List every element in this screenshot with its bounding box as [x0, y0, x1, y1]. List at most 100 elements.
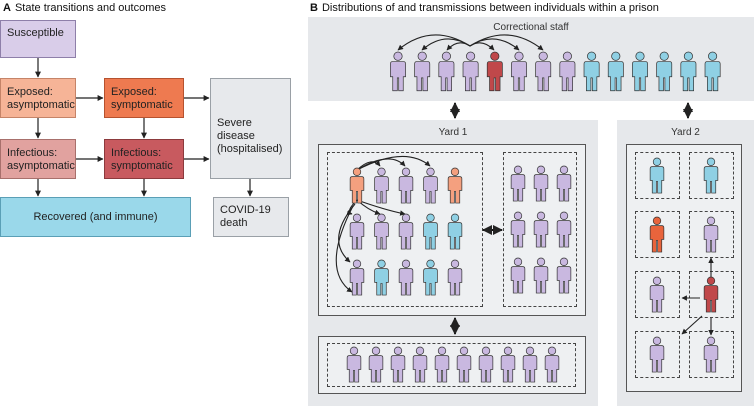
- cell-y2-5: [635, 271, 680, 318]
- state-death-label: COVID-19 death: [220, 204, 271, 229]
- yard1-lower-person: [500, 346, 516, 383]
- yard1-lower-person: [478, 346, 494, 383]
- y1-arc-7: [338, 203, 356, 263]
- transmission-arrows: [335, 34, 714, 336]
- yard1-person: [510, 165, 526, 202]
- state-severe-disease: Severe disease (hospitalised): [210, 78, 291, 179]
- staff-person: [511, 51, 527, 92]
- staff-person: [656, 51, 673, 92]
- state-infectious-asymptomatic: Infectious: asymptomatic: [0, 139, 76, 179]
- staff-person: [583, 51, 600, 92]
- yard1-person: [510, 211, 526, 248]
- staff-person: [438, 51, 455, 92]
- state-exposed-asymptomatic: Exposed: asymptomatic: [0, 78, 76, 118]
- yard1-person: [349, 167, 365, 204]
- yard1-person: [533, 211, 549, 248]
- state-exposed-symptomatic-label: Exposed: symptomatic: [111, 86, 173, 111]
- y1-arc-8: [335, 205, 354, 293]
- yard1-person: [398, 213, 414, 250]
- staff-person: [414, 51, 431, 92]
- state-severe-disease-label: Severe disease (hospitalised): [217, 117, 283, 155]
- cell-y2-3: [635, 211, 680, 258]
- yard1-person: [533, 257, 549, 294]
- yard2-person: [703, 157, 719, 194]
- yard1-person: [447, 213, 463, 250]
- staff-person: [462, 51, 479, 92]
- yard1-person: [533, 165, 549, 202]
- yard1-person: [423, 167, 438, 204]
- staff-person: [680, 51, 697, 92]
- yard1-person: [374, 167, 389, 204]
- cell-block-2: [503, 152, 577, 307]
- yard2-person: [649, 216, 665, 253]
- cell-block-3: [327, 343, 576, 387]
- yard1-person: [510, 257, 526, 294]
- people-layer: [346, 51, 721, 383]
- staff-panel: [308, 17, 754, 101]
- state-recovered-label: Recovered (and immune): [33, 211, 158, 223]
- staff-arc-6: [469, 34, 544, 51]
- yard1-lower-person: [522, 346, 538, 383]
- state-recovered: Recovered (and immune): [0, 197, 191, 237]
- yard2-person: [649, 276, 665, 313]
- y1-arc-3: [356, 155, 431, 171]
- state-susceptible-label: Susceptible: [7, 27, 64, 39]
- yard1-lower-person: [456, 346, 472, 383]
- yard1-person: [398, 167, 414, 204]
- yard1-person: [556, 211, 572, 248]
- yard1-lower-person: [544, 346, 560, 383]
- yard1-lower-person: [368, 346, 384, 383]
- yard2-label: Yard 2: [671, 127, 700, 138]
- yard2-person: [649, 157, 665, 194]
- yard1-lower-person: [412, 346, 428, 383]
- yard1-person: [447, 167, 463, 204]
- staff-arc-3: [446, 42, 471, 51]
- yard1-lower-person: [346, 346, 362, 383]
- state-death: COVID-19 death: [213, 197, 289, 237]
- yard1-person: [556, 257, 572, 294]
- staff-person: [607, 51, 624, 92]
- link-arrows: [450, 102, 693, 335]
- staff-arc-5: [469, 38, 520, 51]
- panel-b-letter: B: [310, 2, 318, 14]
- yard2-person: [703, 216, 719, 253]
- cell-y2-2: [689, 152, 734, 199]
- yard1-lower-person: [390, 346, 406, 383]
- panel-a-letter: A: [3, 2, 11, 14]
- yard1-person: [398, 259, 414, 296]
- staff-label: Correctional staff: [493, 22, 569, 33]
- yard1-person: [556, 165, 572, 202]
- state-arrows: [35, 58, 253, 197]
- yard2-frame: [626, 144, 742, 392]
- y2-arrow-diag: [681, 315, 703, 335]
- yard1-person: [349, 213, 365, 250]
- yard2-person: [649, 336, 665, 373]
- state-infectious-symptomatic-label: Infectious: symptomatic: [111, 147, 173, 172]
- yard1-lower-person: [434, 346, 450, 383]
- cell-y2-7: [635, 331, 680, 378]
- state-infectious-symptomatic: Infectious: symptomatic: [104, 139, 184, 179]
- yard1-person: [374, 213, 389, 250]
- staff-person: [486, 51, 503, 92]
- staff-person: [535, 51, 552, 92]
- staff-person: [704, 51, 721, 92]
- panel-a-title-text: State transitions and outcomes: [14, 2, 166, 14]
- yard1-lower-frame: [318, 336, 586, 394]
- state-exposed-symptomatic: Exposed: symptomatic: [104, 78, 184, 118]
- y1-arc-1: [356, 160, 381, 171]
- panel-b-title-text: Distributions of and transmissions betwe…: [321, 2, 659, 14]
- state-susceptible: Susceptible: [0, 20, 76, 58]
- cell-y2-1: [635, 152, 680, 199]
- yard1-person: [349, 259, 365, 296]
- staff-person: [559, 51, 576, 92]
- yard1-person: [447, 259, 463, 296]
- state-infectious-asymptomatic-label: Infectious: asymptomatic: [7, 147, 75, 172]
- yard1-person: [423, 213, 438, 250]
- yard2-person: [703, 276, 719, 313]
- staff-person: [632, 51, 648, 92]
- yard1-label: Yard 1: [438, 127, 468, 138]
- staff-arc-2: [421, 38, 471, 51]
